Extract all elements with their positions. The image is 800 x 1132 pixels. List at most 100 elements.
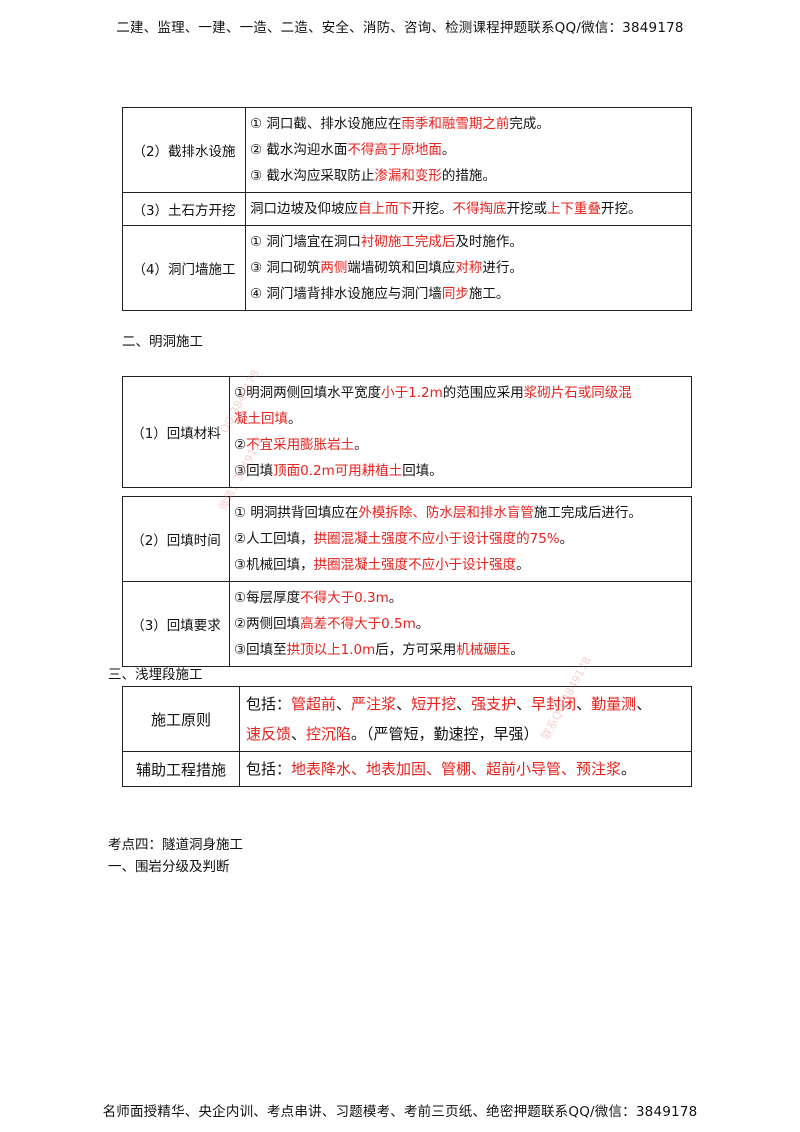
highlight-text: 衬砌施工完成后 bbox=[360, 234, 456, 250]
body-text: 、 bbox=[291, 725, 307, 743]
body-text: 、 bbox=[516, 695, 532, 713]
body-text: 、 bbox=[636, 695, 652, 713]
content-line: ③ 洞口砌筑两侧端墙砌筑和回填应对称进行。 bbox=[250, 255, 685, 281]
highlight-text: 两侧 bbox=[320, 260, 348, 276]
content-line: 凝土回填。 bbox=[234, 406, 685, 432]
table-row: 辅助工程措施包括：地表降水、地表加固、管棚、超前小导管、预注浆。 bbox=[122, 751, 692, 787]
body-text: 施工完成后进行。 bbox=[533, 505, 642, 521]
body-text: ④ 洞门墙背排水设施应与洞门墙 bbox=[250, 286, 442, 302]
highlight-text: 外模拆除、防水层和排水盲管 bbox=[358, 505, 534, 521]
row-category: （2）截排水设施 bbox=[122, 107, 246, 193]
body-text: 包括： bbox=[246, 760, 292, 778]
content-line: ① 明洞拱背回填应在外模拆除、防水层和排水盲管施工完成后进行。 bbox=[234, 500, 685, 526]
table-row: （3）土石方开挖洞口边坡及仰坡应自上而下开挖。不得掏底开挖或上下重叠开挖。 bbox=[122, 192, 692, 226]
table-row: 施工原则包括：管超前、严注浆、短开挖、强支护、早封闭、勤量测、速反馈、控沉陷。（… bbox=[122, 686, 692, 752]
row-content: ①明洞两侧回填水平宽度小于1.2m的范围应采用浆砌片石或同级混凝土回填。②不宜采… bbox=[229, 376, 692, 488]
highlight-text: 对称 bbox=[455, 260, 483, 276]
body-text: 。（严管短，勤速控，早强） bbox=[351, 725, 539, 743]
body-text: 。 bbox=[621, 760, 637, 778]
section-heading-shallow: 三、浅埋段施工 bbox=[108, 667, 203, 683]
body-text: 后，方可采用 bbox=[375, 642, 457, 658]
highlight-text: 不宜采用膨胀岩土 bbox=[246, 437, 355, 453]
body-text: 。 bbox=[510, 642, 524, 658]
highlight-text: 同步 bbox=[441, 286, 469, 302]
highlight-text: 不得大于0.3m bbox=[300, 590, 389, 606]
body-text: ①每层厚度 bbox=[234, 590, 301, 606]
highlight-text: 速反馈 bbox=[246, 725, 292, 743]
highlight-text: 雨季和融雪期之前 bbox=[401, 116, 510, 132]
content-line: ① 洞口截、排水设施应在雨季和融雪期之前完成。 bbox=[250, 111, 685, 137]
body-text: 、 bbox=[456, 695, 472, 713]
section-heading-open-cut: 二、明洞施工 bbox=[122, 334, 203, 350]
row-content: ① 洞口截、排水设施应在雨季和融雪期之前完成。② 截水沟迎水面不得高于原地面。③… bbox=[245, 107, 692, 193]
body-text: ②人工回填， bbox=[234, 531, 314, 547]
body-text: 。 bbox=[441, 142, 456, 158]
body-text: 。 bbox=[415, 616, 430, 632]
highlight-text: 浆砌片石或同级混 bbox=[523, 385, 632, 401]
row-category: （4）洞门墙施工 bbox=[122, 225, 246, 311]
body-text: ② 截水沟迎水面 bbox=[250, 142, 348, 158]
body-text: ① 洞口截、排水设施应在 bbox=[250, 116, 402, 132]
body-text: 、 bbox=[396, 695, 412, 713]
section-heading-point4: 考点四：隧道洞身施工 bbox=[108, 837, 243, 853]
highlight-text: 顶面0.2m可用耕植土 bbox=[273, 463, 403, 479]
body-text: 。 bbox=[388, 590, 403, 606]
row-content: ①每层厚度不得大于0.3m。②两侧回填高差不得大于0.5m。③回填至拱顶以上1.… bbox=[229, 581, 692, 667]
body-text: 开挖。 bbox=[601, 201, 642, 217]
body-text: 的范围应采用 bbox=[442, 385, 524, 401]
row-category: （3）土石方开挖 bbox=[122, 192, 246, 226]
row-category: 施工原则 bbox=[122, 686, 240, 752]
row-content: 包括：地表降水、地表加固、管棚、超前小导管、预注浆。 bbox=[239, 751, 692, 787]
body-text: ③机械回填， bbox=[234, 557, 314, 573]
content-line: ①明洞两侧回填水平宽度小于1.2m的范围应采用浆砌片石或同级混 bbox=[234, 380, 685, 406]
content-line: ③ 截水沟应采取防止渗漏和变形的措施。 bbox=[250, 163, 685, 189]
body-text: 。 bbox=[559, 531, 574, 547]
highlight-text: 不得高于原地面 bbox=[347, 142, 442, 158]
highlight-text: 渗漏和变形 bbox=[374, 168, 442, 184]
highlight-text: 凝土回填 bbox=[234, 411, 288, 427]
highlight-text: 短开挖 bbox=[411, 695, 457, 713]
body-text: 、 bbox=[576, 695, 592, 713]
content-line: ② 截水沟迎水面不得高于原地面。 bbox=[250, 137, 685, 163]
highlight-text: 机械碾压 bbox=[456, 642, 511, 658]
highlight-text: 强支护 bbox=[471, 695, 517, 713]
body-text: ① 明洞拱背回填应在 bbox=[234, 505, 359, 521]
row-content: 洞口边坡及仰坡应自上而下开挖。不得掏底开挖或上下重叠开挖。 bbox=[245, 192, 692, 226]
highlight-text: 地表降水、地表加固、管棚、超前小导管、预注浆 bbox=[291, 760, 622, 778]
body-text: ② bbox=[234, 437, 247, 453]
body-text: 。 bbox=[288, 411, 302, 427]
body-text: 包括： bbox=[246, 695, 292, 713]
row-content: ① 明洞拱背回填应在外模拆除、防水层和排水盲管施工完成后进行。②人工回填，拱圈混… bbox=[229, 496, 692, 582]
page-footer: 名师面授精华、央企内训、考点串讲、习题模考、考前三页纸、绝密押题联系QQ/微信：… bbox=[102, 1104, 698, 1120]
body-text: 端墙砌筑和回填应 bbox=[347, 260, 456, 276]
content-line: ②两侧回填高差不得大于0.5m。 bbox=[234, 611, 685, 637]
body-text: ①明洞两侧回填水平宽度 bbox=[234, 385, 382, 401]
body-text: ②两侧回填 bbox=[234, 616, 301, 632]
highlight-text: 不得掏底 bbox=[452, 201, 507, 217]
row-content: ① 洞门墙宜在洞口衬砌施工完成后及时施作。③ 洞口砌筑两侧端墙砌筑和回填应对称进… bbox=[245, 225, 692, 311]
body-text: 。 bbox=[516, 557, 530, 573]
page-header: 二建、监理、一建、一造、二造、安全、消防、咨询、检测课程押题联系QQ/微信：38… bbox=[116, 20, 684, 36]
highlight-text: 控沉陷 bbox=[306, 725, 352, 743]
content-line: 包括：管超前、严注浆、短开挖、强支护、早封闭、勤量测、 bbox=[246, 689, 685, 719]
body-text: 及时施作。 bbox=[455, 234, 523, 250]
highlight-text: 严注浆 bbox=[351, 695, 397, 713]
row-category: （1）回填材料 bbox=[122, 376, 230, 488]
content-line: ① 洞门墙宜在洞口衬砌施工完成后及时施作。 bbox=[250, 229, 685, 255]
highlight-text: 早封闭 bbox=[531, 695, 577, 713]
body-text: ③ 洞口砌筑 bbox=[250, 260, 321, 276]
body-text: ③回填至 bbox=[234, 642, 287, 658]
row-category: （2）回填时间 bbox=[122, 496, 230, 582]
body-text: 开挖或 bbox=[506, 201, 548, 217]
highlight-text: 拱顶以上1.0m bbox=[286, 642, 376, 658]
body-text: 。 bbox=[354, 437, 368, 453]
section-heading-rock-grade: 一、围岩分级及判断 bbox=[108, 859, 230, 875]
content-line: 速反馈、控沉陷。（严管短，勤速控，早强） bbox=[246, 719, 685, 749]
body-text: ③回填 bbox=[234, 463, 274, 479]
highlight-text: 管超前 bbox=[291, 695, 337, 713]
